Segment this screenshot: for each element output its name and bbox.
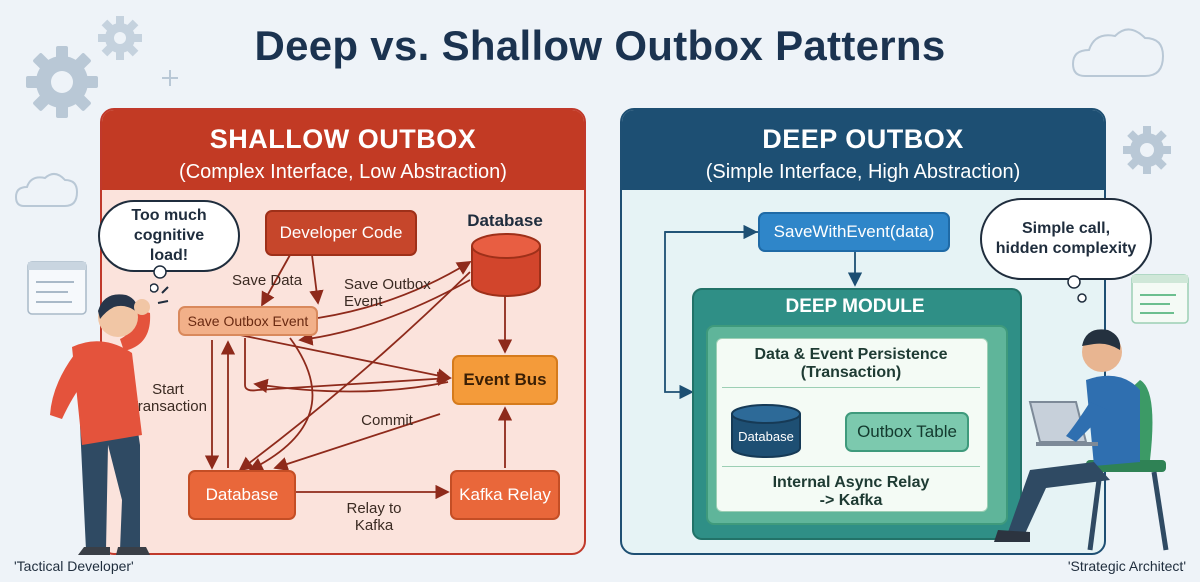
developer-code-node: Developer Code bbox=[265, 210, 417, 256]
shallow-panel-title: SHALLOW OUTBOX bbox=[209, 124, 477, 154]
thought-bubbles-icon bbox=[1067, 275, 1087, 303]
shallow-panel-header: SHALLOW OUTBOX (Complex Interface, Low A… bbox=[102, 110, 584, 190]
start-transaction-label: Start Transaction bbox=[129, 381, 207, 415]
thought-cloud: Too much cognitive load! bbox=[98, 200, 240, 272]
kafka-relay-node: Kafka Relay bbox=[450, 470, 560, 520]
deep-panel-header: DEEP OUTBOX (Simple Interface, High Abst… bbox=[622, 110, 1104, 190]
sparkle-icon bbox=[162, 70, 178, 86]
tactical-developer-caption: 'Tactical Developer' bbox=[14, 558, 134, 574]
save-outbox-event-node: Save Outbox Event bbox=[178, 306, 318, 336]
event-bus-node: Event Bus bbox=[452, 355, 558, 405]
save-data-label: Save Data bbox=[232, 272, 303, 289]
gear-icon bbox=[26, 46, 98, 118]
save-with-event-button: SaveWithEvent(data) bbox=[758, 212, 950, 252]
code-window-icon bbox=[27, 261, 87, 315]
deep-database-label: Database bbox=[738, 429, 794, 444]
thought-text: Too much cognitive load! bbox=[131, 207, 207, 264]
database-cylinder-icon bbox=[731, 404, 801, 458]
shallow-panel-subtitle: (Complex Interface, Low Abstraction) bbox=[179, 161, 507, 183]
deep-module-title: DEEP MODULE bbox=[785, 296, 925, 317]
database-label: Database bbox=[467, 211, 543, 230]
outbox-table-node: Outbox Table bbox=[845, 412, 969, 452]
page-title: Deep vs. Shallow Outbox Patterns bbox=[254, 22, 946, 69]
cloud-icon bbox=[14, 28, 1165, 207]
relay-to-kafka-label: Relay to Kafka bbox=[346, 500, 402, 534]
deep-panel-title: DEEP OUTBOX bbox=[762, 124, 964, 154]
persistence-label: Data & Event Persistence (Transaction) bbox=[754, 346, 948, 381]
thought-cloud: Simple call, hidden complexity bbox=[980, 198, 1152, 280]
stressed-developer-illustration bbox=[50, 286, 169, 555]
divider bbox=[722, 387, 980, 388]
database-cylinder-icon bbox=[471, 233, 541, 297]
thought-text: Simple call, hidden complexity bbox=[995, 220, 1137, 257]
thought-bubbles-icon bbox=[150, 265, 167, 293]
code-window-icon bbox=[1131, 274, 1189, 324]
relaxed-architect-illustration bbox=[994, 329, 1169, 551]
commit-label: Commit bbox=[361, 412, 413, 429]
save-outbox-event-label: Save Outbox Event bbox=[344, 276, 431, 310]
database-node: Database bbox=[188, 470, 296, 520]
internal-relay-label: Internal Async Relay -> Kafka bbox=[772, 474, 930, 509]
gear-icon bbox=[98, 16, 142, 60]
deep-panel-subtitle: (Simple Interface, High Abstraction) bbox=[705, 161, 1021, 183]
gear-icon bbox=[1123, 126, 1171, 174]
divider bbox=[722, 466, 980, 467]
strategic-architect-caption: 'Strategic Architect' bbox=[1067, 558, 1186, 574]
